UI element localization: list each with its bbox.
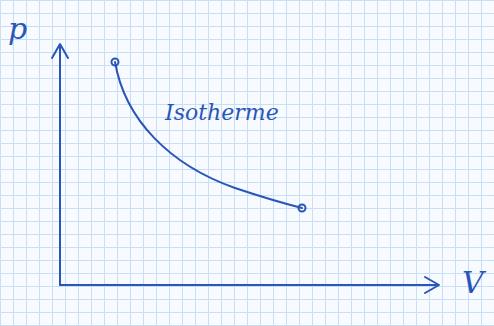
state-point [299, 205, 306, 212]
curve-label: Isotherme [165, 102, 279, 124]
v-axis [60, 284, 438, 286]
axis-label: V [462, 268, 484, 298]
state-point [112, 59, 119, 66]
isotherm-curve [115, 62, 302, 208]
axis-label: p [8, 14, 27, 44]
axis-arrowhead [425, 277, 439, 293]
axis-arrowhead [52, 44, 68, 58]
p-axis [59, 45, 61, 285]
